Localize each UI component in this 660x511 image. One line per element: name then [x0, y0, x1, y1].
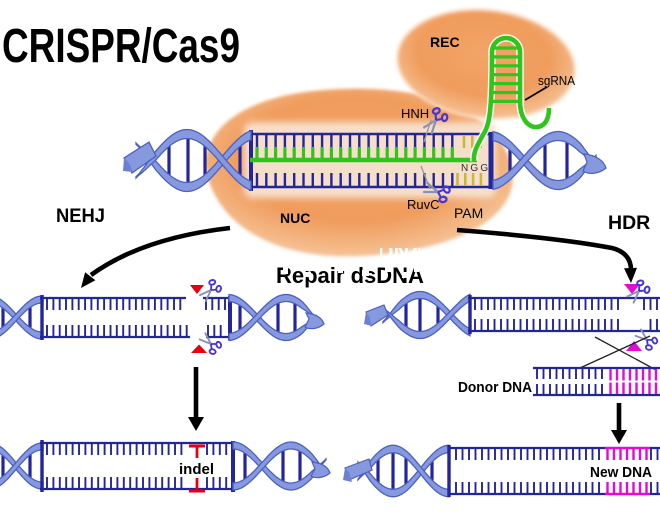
- svg-text:sgRNA: sgRNA: [538, 73, 575, 88]
- svg-text:CRISPR/Cas9: CRISPR/Cas9: [2, 20, 240, 73]
- svg-text:NGG: NGG: [461, 163, 490, 174]
- svg-text:NUC: NUC: [280, 210, 310, 226]
- svg-text:NEHJ: NEHJ: [56, 206, 105, 227]
- svg-text:New DNA: New DNA: [590, 464, 652, 481]
- svg-text:indel: indel: [179, 461, 214, 478]
- svg-text:Donor DNA: Donor DNA: [458, 379, 532, 396]
- svg-text:dsDNA: dsDNA: [352, 239, 425, 264]
- svg-text:PAM: PAM: [454, 205, 483, 221]
- svg-text:RuvC: RuvC: [407, 197, 440, 212]
- svg-text:HNH: HNH: [401, 106, 429, 121]
- svg-text:HDR: HDR: [608, 212, 650, 234]
- svg-text:Repair dsDNA: Repair dsDNA: [276, 263, 424, 288]
- svg-text:REC: REC: [430, 34, 460, 50]
